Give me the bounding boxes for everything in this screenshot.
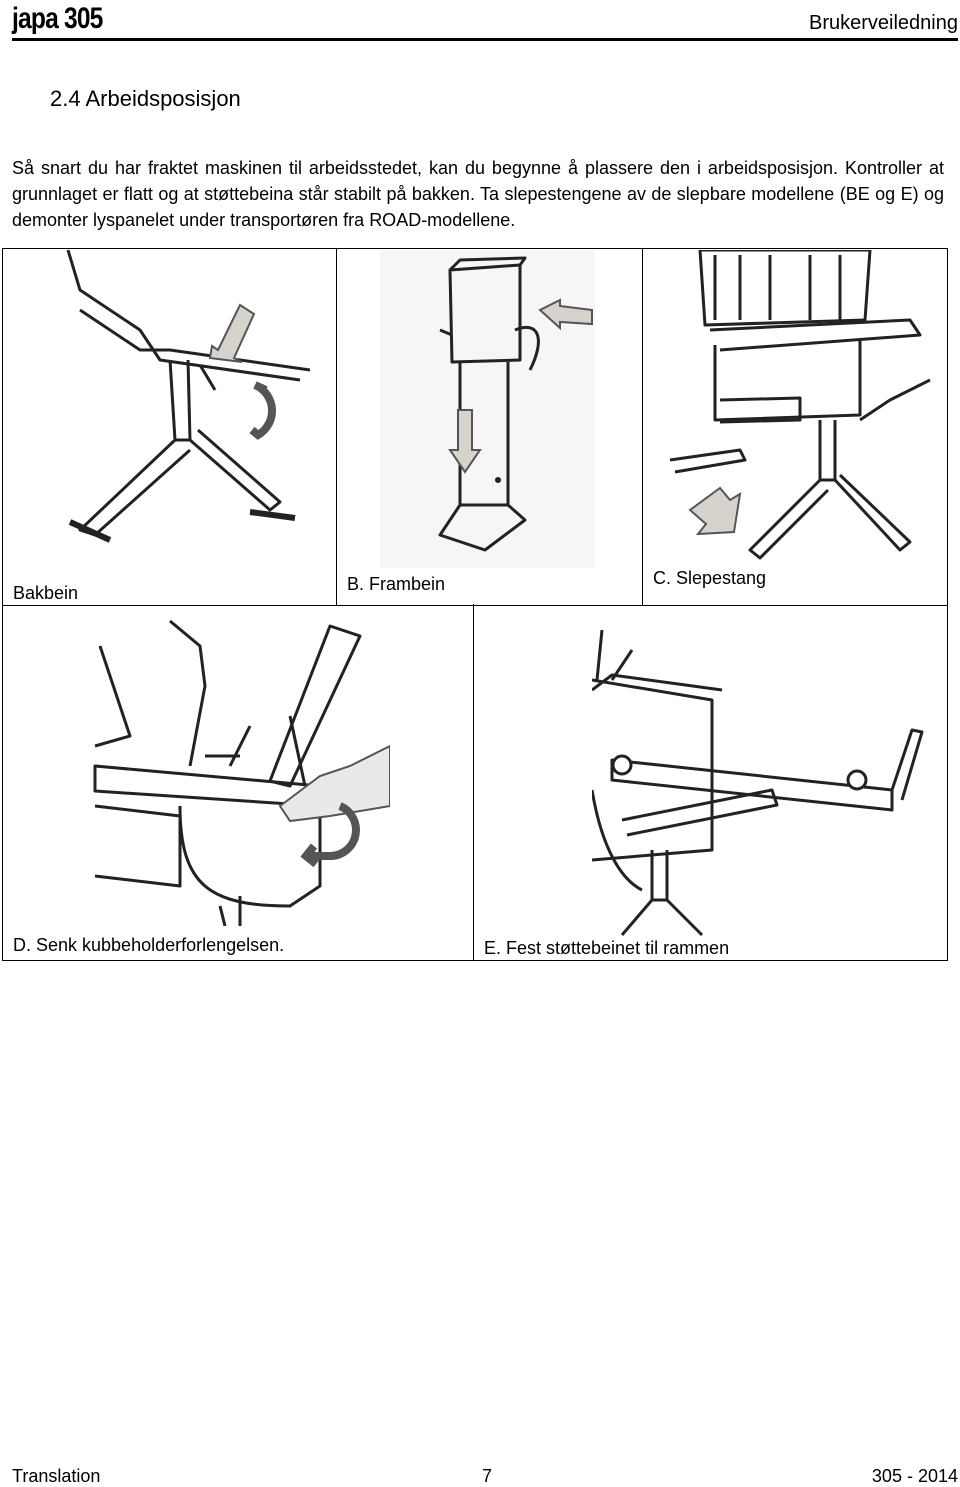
tow-bar-illustration	[669, 250, 931, 560]
arrow-down-icon	[448, 409, 482, 474]
figure-grid-top	[2, 248, 948, 606]
caption-d: D. Senk kubbeholderforlengelsen.	[13, 935, 285, 955]
figure-grid-bottom	[2, 604, 948, 961]
section-title: 2.4 Arbeidsposisjon	[50, 86, 241, 111]
rotate-arrow-icon	[300, 802, 360, 868]
page-number: 7	[482, 1466, 493, 1486]
intro-paragraph: Så snart du har fraktet maskinen til arb…	[12, 158, 944, 230]
footer-left: Translation	[12, 1466, 101, 1486]
document-type: Brukerveiledning	[809, 12, 958, 34]
caption-a: Bakbein	[13, 583, 79, 603]
figure-cell-a	[3, 249, 337, 605]
footer-right: 305 - 2014	[871, 1466, 958, 1486]
figure-cell-d	[3, 604, 474, 960]
front-leg-illustration	[380, 250, 595, 568]
arrow-down-left-icon	[688, 486, 742, 536]
hand-icon	[278, 744, 390, 823]
page-header: japa 305 Brukerveiledning	[12, 0, 958, 41]
arrow-left-icon	[538, 298, 593, 331]
brand-logo: japa 305	[12, 2, 103, 35]
log-holder-extension-illustration	[93, 619, 390, 926]
caption-e: E. Fest støttebeinet til rammen	[484, 938, 730, 958]
arrow-down-left-icon	[208, 303, 256, 363]
figure-cell-b	[337, 249, 643, 605]
caption-b: B. Frambein	[347, 574, 446, 594]
caption-c: C. Slepestang	[653, 568, 767, 588]
support-leg-frame-illustration	[592, 629, 924, 937]
rear-leg-illustration	[66, 250, 311, 543]
rotate-arrow-icon	[249, 381, 276, 440]
